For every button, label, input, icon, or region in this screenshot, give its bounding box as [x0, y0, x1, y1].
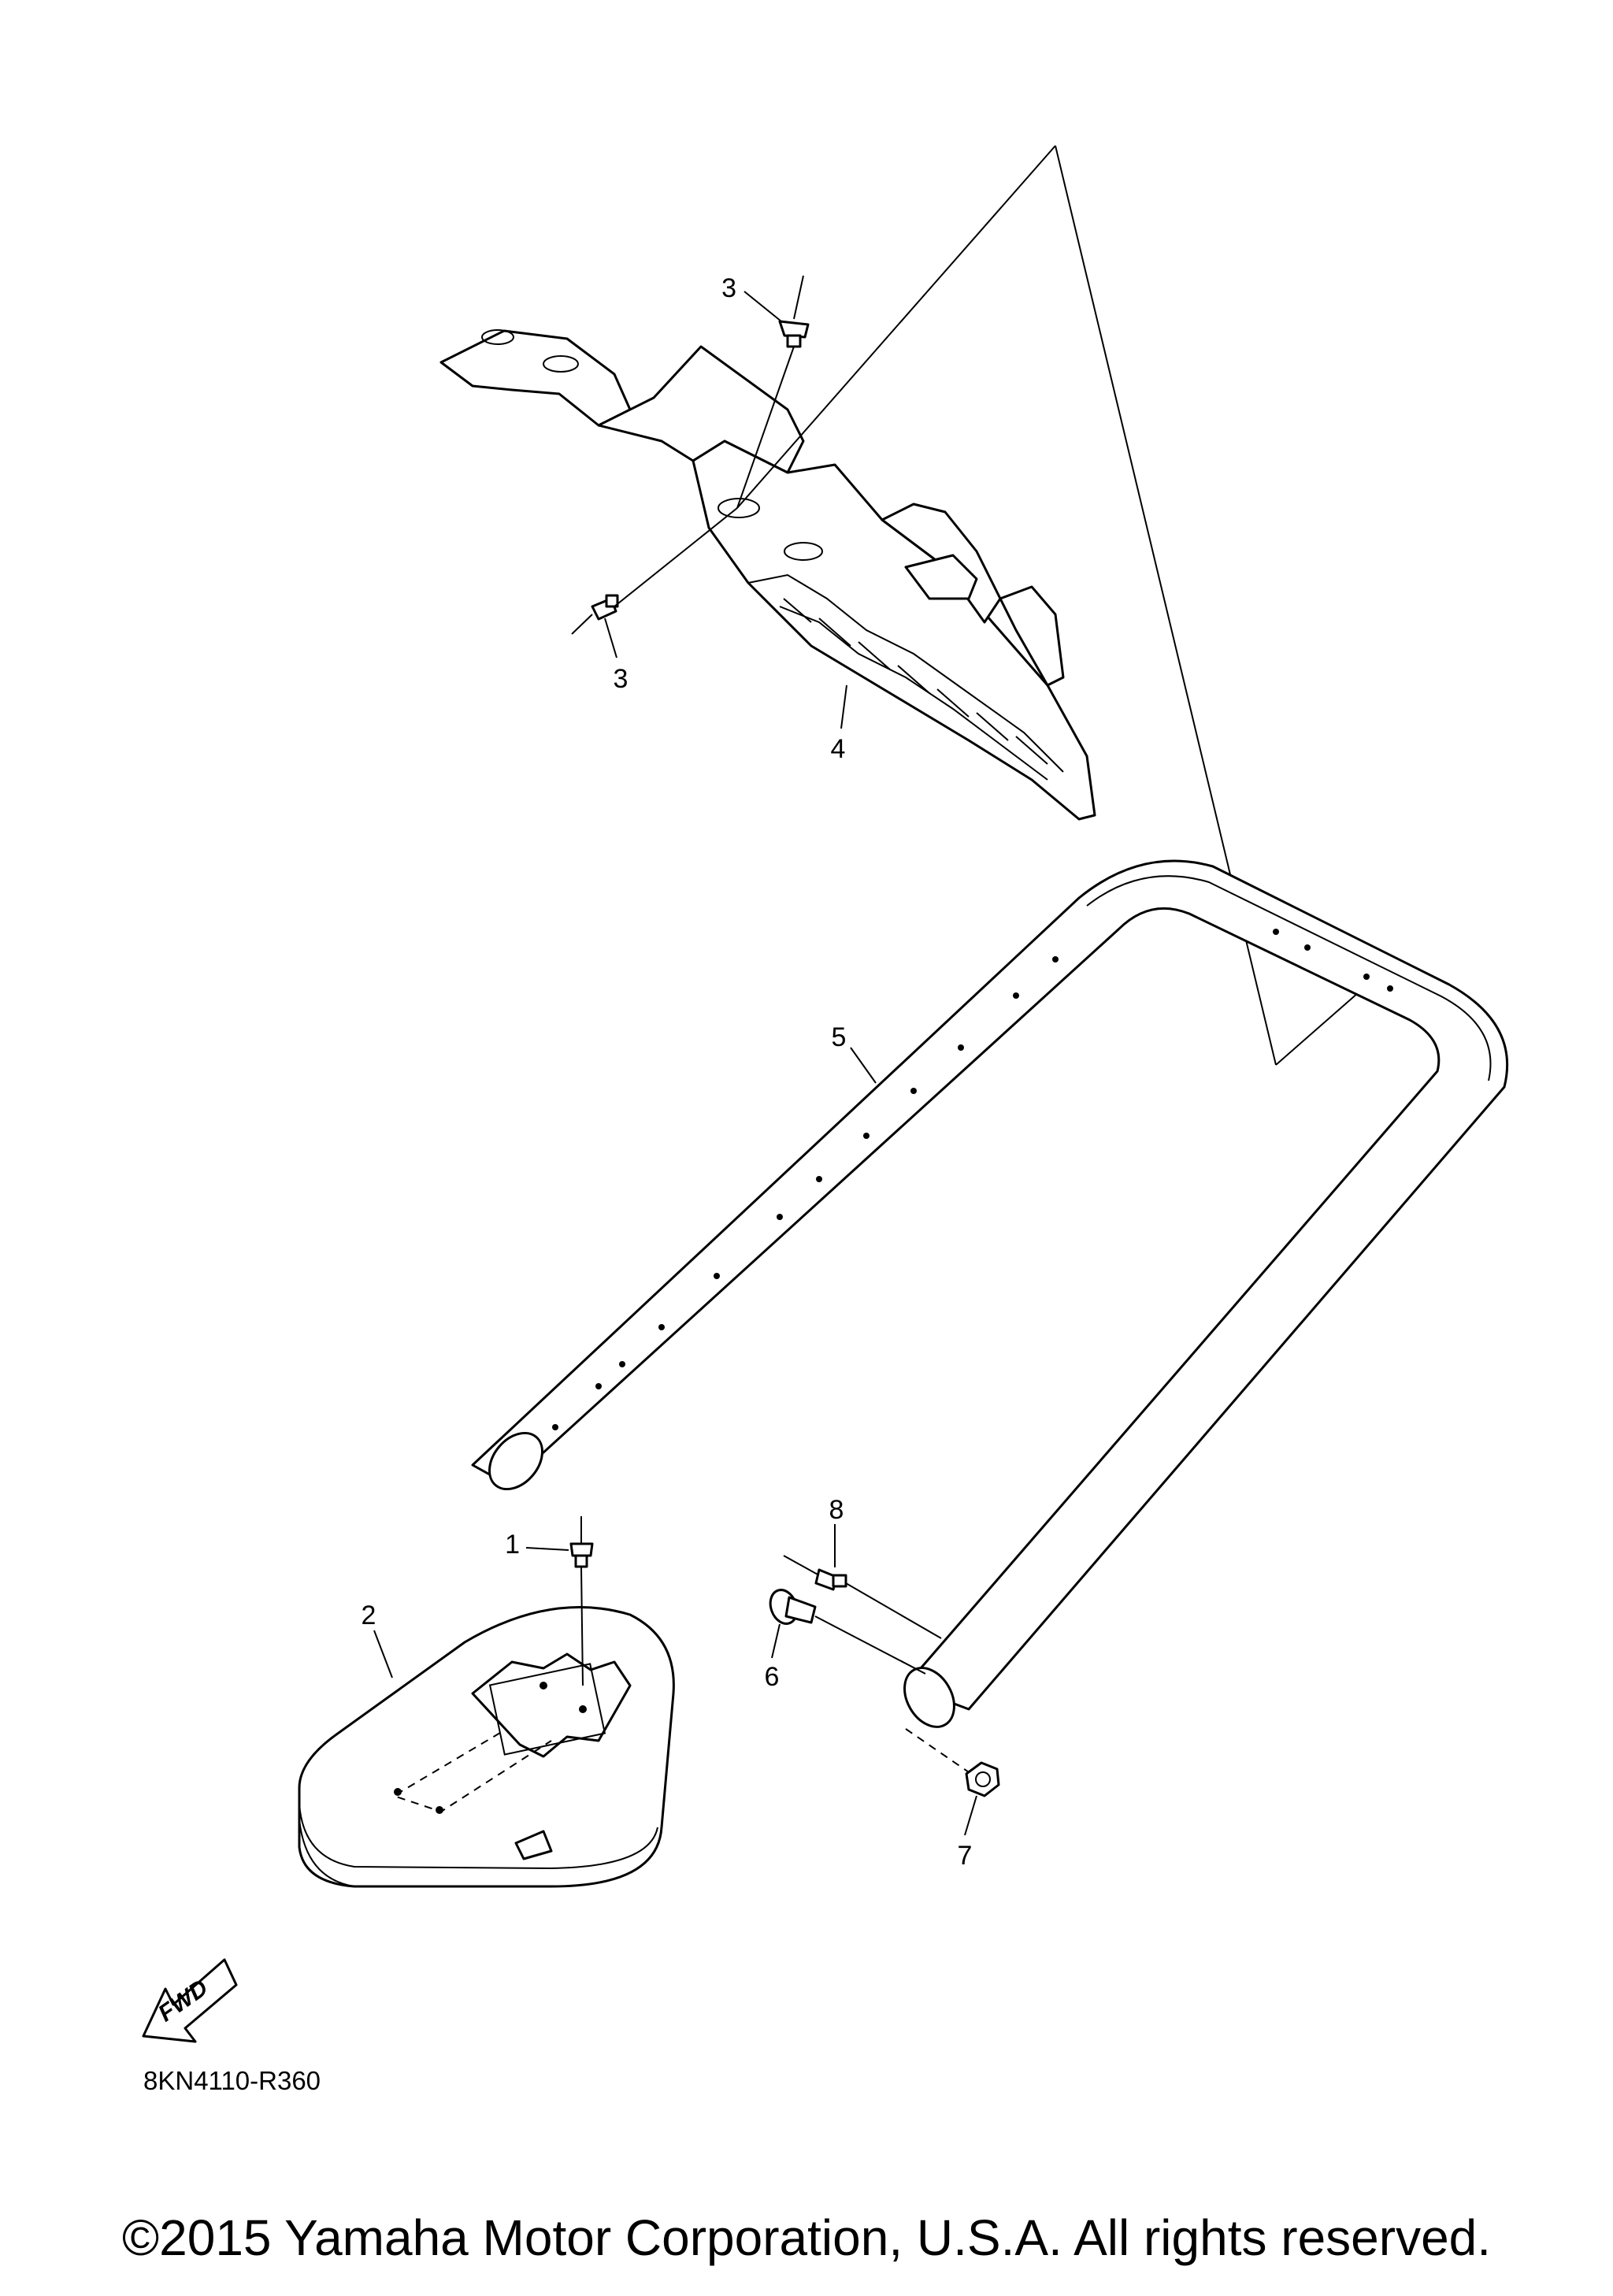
callout-4: 4 [831, 734, 846, 764]
callout-7: 7 [958, 1841, 973, 1871]
rivet-hole [784, 542, 823, 561]
part-5-handle-bar [471, 859, 1509, 1728]
callout-1: 1 [505, 1530, 520, 1560]
zipper-pull [514, 1830, 553, 1860]
tube-end [903, 1667, 955, 1728]
part-6-bolt [769, 1589, 926, 1675]
rivet-hole [543, 355, 579, 373]
rivet-hole [481, 329, 514, 345]
part-3-rivet-lower [571, 594, 619, 635]
grille-slots [783, 598, 1048, 765]
tube-end [488, 1431, 543, 1491]
callout-2: 2 [362, 1601, 376, 1630]
callout-5: 5 [832, 1022, 847, 1052]
part-1-rivet [569, 1516, 594, 1686]
part-7-nut [905, 1728, 1000, 1797]
callout-labels: 3 3 4 5 1 2 8 6 7 [362, 273, 973, 1871]
rivet-hole [718, 498, 760, 518]
drawing-code: 8KN4110-R360 [143, 2066, 321, 2095]
fwd-arrow-icon: FWD [142, 1958, 238, 2043]
callout-6: 6 [765, 1662, 780, 1692]
part-3-rivet-upper [778, 275, 810, 348]
part-8-rivet [783, 1555, 942, 1639]
part-2-bag [298, 1606, 675, 1888]
callout-8: 8 [829, 1495, 844, 1525]
part-4-rear-protector [439, 329, 1096, 821]
copyright-notice: ©2015 Yamaha Motor Corporation, U.S.A. A… [121, 2209, 1492, 2266]
leader-lines [373, 291, 977, 1836]
callout-3-lower: 3 [614, 664, 629, 694]
bar-holes [552, 929, 1393, 1430]
callout-3-upper: 3 [721, 273, 736, 303]
